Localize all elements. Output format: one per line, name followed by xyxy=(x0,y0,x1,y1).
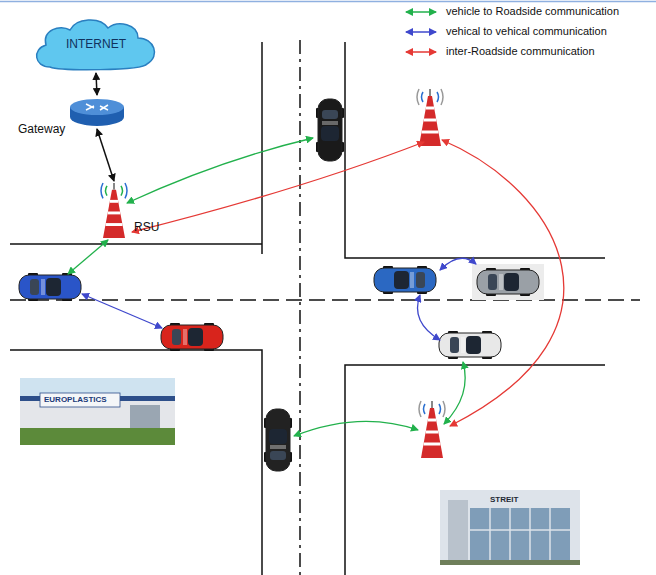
legend-text: vehical to vehical communication xyxy=(446,25,607,37)
building-sign: STREIT xyxy=(490,495,518,504)
link-arrow xyxy=(96,73,97,95)
building-sign: EUROPLASTICS xyxy=(44,395,107,404)
legend-text: inter-Roadside communication xyxy=(446,45,595,57)
legend-text: vehicle to Roadside communication xyxy=(446,5,619,17)
rsu-tower: RSU xyxy=(100,182,128,240)
internet-cloud: INTERNET xyxy=(30,16,162,72)
gateway-router: Gateway xyxy=(68,96,126,128)
node-label: RSU xyxy=(134,220,159,234)
link-arrow xyxy=(97,129,114,181)
node-label: INTERNET xyxy=(66,37,126,51)
node-label: Gateway xyxy=(18,122,65,136)
